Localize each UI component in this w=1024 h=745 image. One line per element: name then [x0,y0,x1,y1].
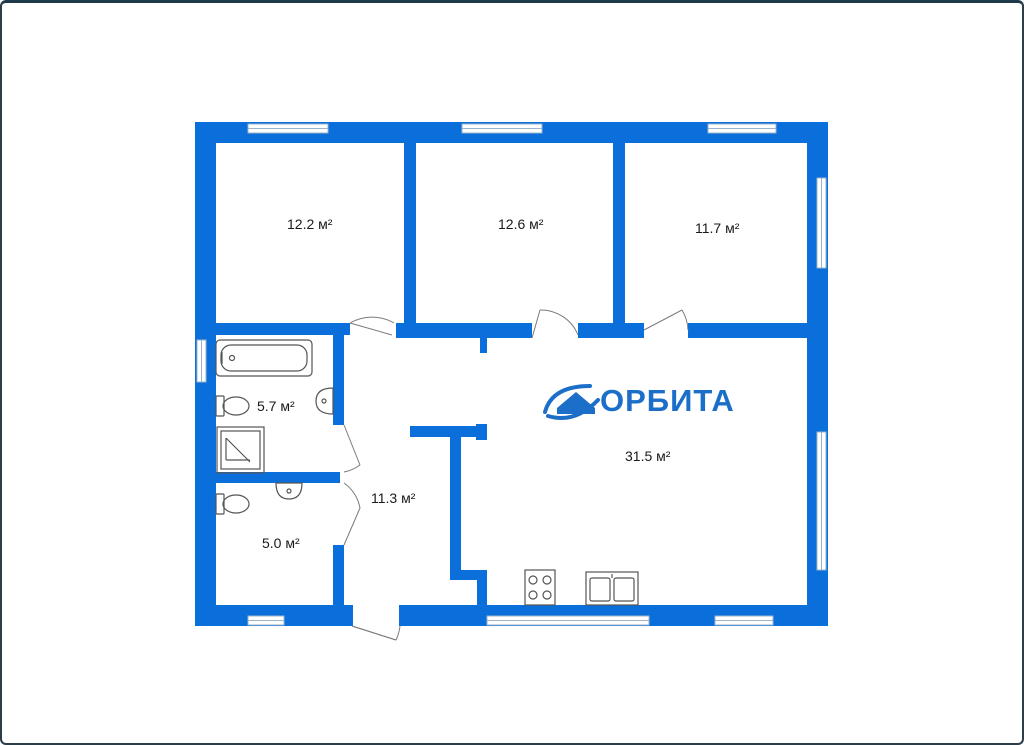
kitchen-sink-icon [585,571,639,606]
door-bath-arc [343,464,361,473]
doors [343,309,689,641]
wall-stub [480,338,487,353]
wall-under-bed3 [688,323,807,338]
orbita-logo-text: ОРБИТА [600,383,735,418]
door-bed1-leaf [349,322,393,336]
shower-icon [216,426,265,474]
area-bedroom-3: 11.7 м² [695,220,740,236]
wall-toilet-right-lower [333,545,344,605]
door-toilet-leaf [343,507,361,546]
door-entrance-arc [395,625,401,641]
wall-hall-foot [450,570,487,580]
wall-bedroom-2-3 [613,143,625,333]
toilet-icon-bath [215,395,250,417]
door-bed3-leaf [643,309,683,331]
door-bed2-arc [539,309,579,336]
door-bed2-leaf [531,309,541,339]
door-bath-leaf [343,424,361,466]
area-bedroom-2: 12.6 м² [498,216,544,232]
entrance-gap [352,605,400,626]
wall-bath-toilet [216,472,340,483]
wall-bath-right-upper [333,335,344,425]
area-bathroom: 5.7 м² [257,398,295,414]
area-bedroom-1: 12.2 м² [287,216,333,232]
area-living-kitchen: 31.5 м² [625,448,671,464]
wall-hall-vertical [450,426,461,578]
window-lines [201,128,822,621]
orbita-logo-icon [543,384,600,420]
orbita-logo: ОРБИТА [543,383,735,420]
sink-icon-bath [315,387,334,415]
wall-under-bed2 [396,323,532,338]
toilet-icon [215,493,250,515]
door-bed3-arc [681,309,689,331]
bathtub-icon [215,339,313,377]
wall-hall-partition [410,426,487,437]
area-hallway: 11.3 м² [371,490,416,506]
stove-icon [524,569,556,606]
wall-bedroom-1-2 [404,143,416,333]
wall-hall-foot-down [477,570,487,605]
door-toilet-arc [343,482,361,509]
wall-under-bed1 [216,323,350,335]
wall-hall-partition-end [476,424,487,440]
fixtures [215,339,639,606]
room-labels: 12.2 м² 12.6 м² 11.7 м² 5.7 м² 5.0 м² 11… [257,216,740,551]
door-bed1-arc [349,316,395,324]
area-toilet: 5.0 м² [262,535,300,551]
wall-under-bed2b [578,323,644,338]
sink-icon-toilet [275,482,303,500]
